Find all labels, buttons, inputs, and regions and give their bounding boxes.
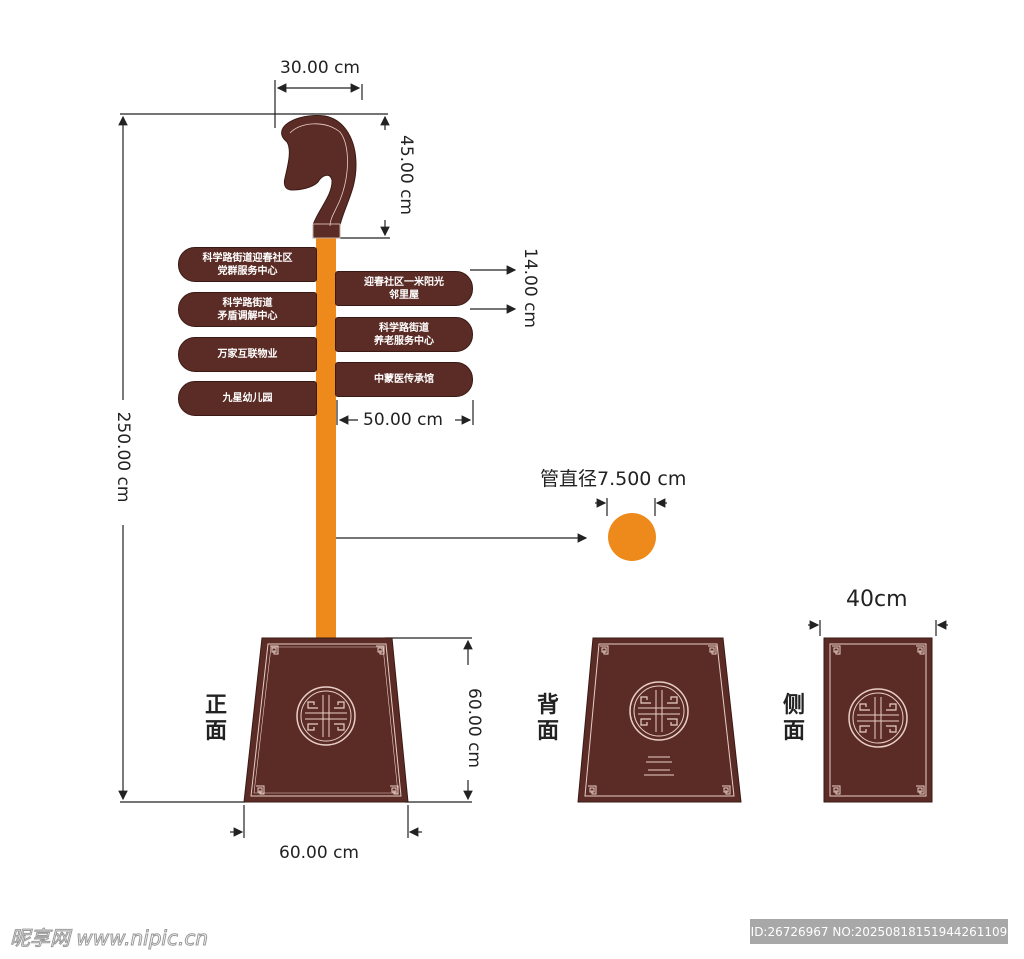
sign-text: 九星幼儿园 (222, 393, 273, 404)
side-width-label: 40cm (846, 587, 908, 612)
sign-height-label: 14.00 cm (520, 248, 540, 328)
dimension-lines (118, 80, 948, 838)
sign-text: 科学路街道 (222, 297, 273, 309)
image-id-text: ID:26726967 NO:20250818151944261109 (750, 924, 1008, 939)
back-fine-print (644, 756, 674, 776)
total-height-label: 250.00 cm (113, 411, 133, 503)
sign-text: 党群服务中心 (217, 265, 278, 277)
image-id-badge: ID:26726967 NO:20250818151944261109 (750, 919, 1008, 944)
head-width-label: 30.00 cm (280, 58, 360, 78)
sign-left-2: 科学路街道矛盾调解中心 (178, 292, 317, 327)
back-face-label: 背面 (537, 693, 560, 744)
sign-width-label: 50.00 cm (363, 410, 443, 430)
sign-text: 中蒙医传承馆 (374, 374, 434, 385)
watermark-logo: 昵享网 www.nipic.cn (9, 926, 209, 951)
base-height-label: 60.00 cm (464, 688, 484, 768)
back-base (577, 637, 742, 803)
sign-text: 科学路街道 (379, 322, 429, 334)
sign-text: 矛盾调解中心 (217, 310, 278, 322)
front-base (243, 637, 409, 803)
sign-text: 万家互联物业 (217, 349, 278, 360)
sign-right-3: 中蒙医传承馆 (335, 362, 473, 397)
horse-head-finial (281, 115, 357, 239)
head-height-label: 45.00 cm (396, 135, 416, 215)
front-face-label: 正面 (205, 693, 228, 744)
sign-right-1: 迎春社区一米阳光邻里屋 (335, 271, 473, 306)
sign-text: 养老服务中心 (374, 335, 434, 347)
pipe-cross-section (608, 513, 656, 561)
side-base (823, 637, 933, 803)
side-face-label: 侧面 (783, 693, 806, 744)
pipe-diameter-label: 管直径7.500 cm (540, 468, 687, 490)
sign-left-4: 九星幼儿园 (178, 381, 317, 416)
sign-text: 邻里屋 (389, 289, 419, 301)
base-width-label: 60.00 cm (279, 843, 359, 863)
sign-right-2: 科学路街道养老服务中心 (335, 317, 473, 352)
sign-left-1: 科学路街道迎春社区党群服务中心 (178, 247, 317, 282)
sign-text: 科学路街道迎春社区 (202, 252, 293, 264)
pole (316, 236, 336, 640)
sign-text: 迎春社区一米阳光 (364, 276, 444, 288)
sign-left-3: 万家互联物业 (178, 337, 317, 372)
